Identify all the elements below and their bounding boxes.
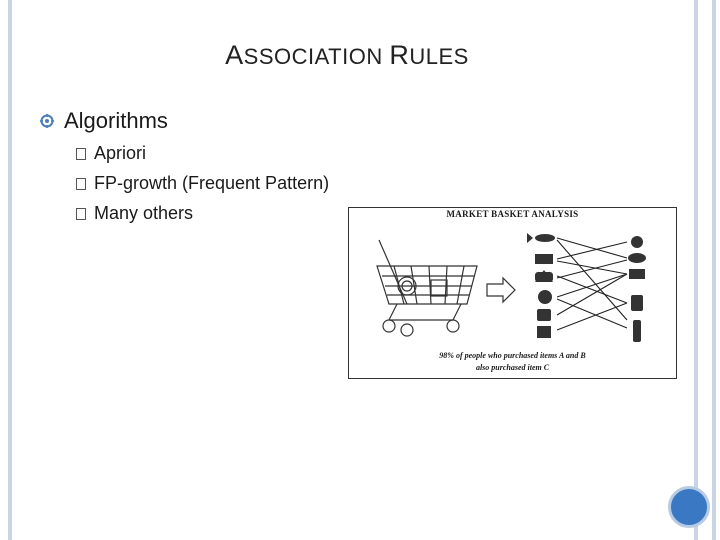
shopping-cart-icon [376,239,478,337]
title-cap-a: A [225,40,244,70]
sub-item-label: FP-growth (Frequent Pattern) [94,173,330,193]
bullet-algorithms: Algorithms [40,108,168,134]
title-word-2: ULES [409,44,469,69]
right-frame-line-outer [712,0,716,540]
square-bullet-icon [76,147,86,160]
market-basket-illustration [376,233,646,342]
sub-item-label: Apriori [94,143,147,163]
right-arrow-icon [486,276,516,304]
square-bullet-icon [76,207,86,220]
square-bullet-icon [76,177,86,190]
figure-title: MARKET BASKET ANALYSIS [446,209,579,219]
sub-item-many-others: Many others [76,203,193,224]
sub-item-label: Many others [94,203,194,223]
market-basket-figure: MARKET BASKET ANALYSIS 98% of people who… [348,207,677,379]
figure-caption-line2: also purchased item C [475,363,550,372]
slide-title: ASSOCIATION RULES [0,40,694,71]
gear-bullet-icon [40,114,54,128]
title-word-1: SSOCIATION [243,44,383,69]
right-frame-line [694,0,698,540]
right-items-icons [628,236,646,342]
sub-item-fp-growth: FP-growth (Frequent Pattern) [76,173,329,194]
left-items-icons [527,233,555,338]
sub-item-apriori: Apriori [76,143,146,164]
bullet-text: Algorithms [64,108,168,133]
association-lines [556,237,628,331]
left-frame-line [8,0,12,540]
figure-caption-line1: 98% of people who purchased items A and … [439,351,586,360]
title-cap-r: R [389,40,410,70]
circle-nav-icon[interactable] [668,486,710,528]
